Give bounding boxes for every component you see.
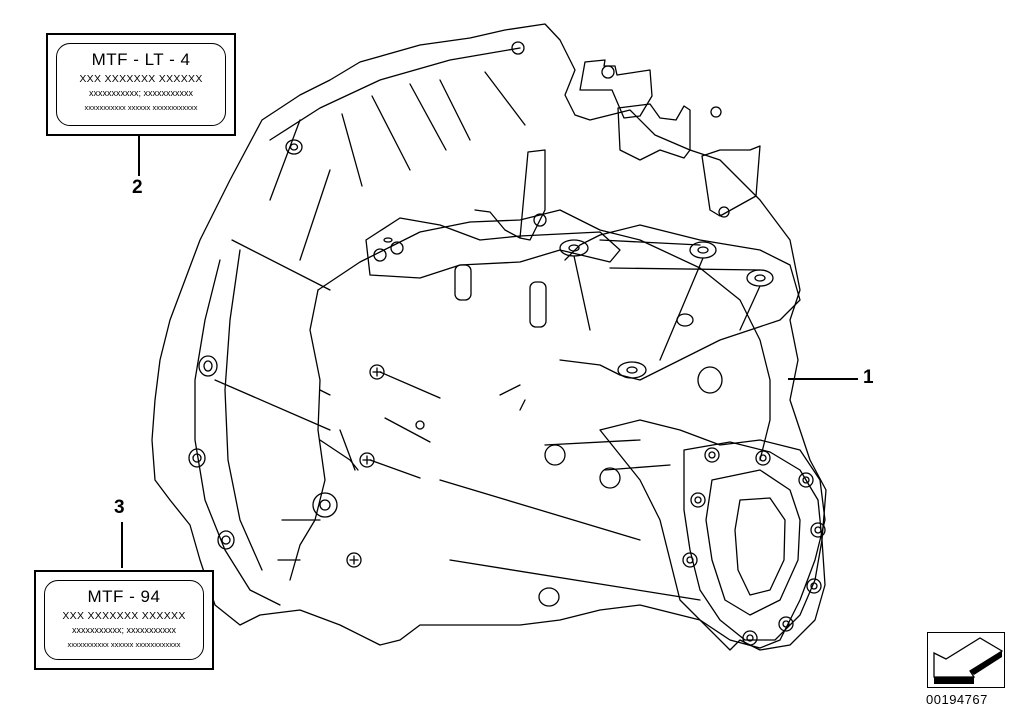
label-line-1: XXX XXXXXXX XXXXXX [62,610,186,622]
arrow-down-left-icon [933,637,1004,684]
bracket-3 [701,145,761,217]
bracket-2 [617,103,691,161]
output-flange [683,441,823,641]
figure-number: 00194767 [926,692,988,707]
bell-housing-outline [151,23,827,651]
callout-3: 3 [114,497,125,518]
leader-line-1 [788,378,858,380]
label-line-3: xxxxxxxxxxx xxxxxx xxxxxxxxxxxx [67,640,181,649]
label-title: MTF - LT - 4 [91,50,191,69]
label-inner-frame: MTF - LT - 4 XXX XXXXXXX XXXXXX xxxxxxxx… [56,43,226,126]
bracket-1 [579,59,653,119]
leader-line-3 [121,522,123,568]
label-mtf-94: MTF - 94 XXX XXXXXXX XXXXXX xxxxxxxxxxx;… [34,570,214,670]
label-title: MTF - 94 [87,587,161,606]
callout-2: 2 [132,177,143,198]
label-mtf-lt-4: MTF - LT - 4 XXX XXXXXXX XXXXXX xxxxxxxx… [46,33,236,136]
label-inner-frame: MTF - 94 XXX XXXXXXX XXXXXX xxxxxxxxxxx;… [44,580,204,660]
label-line-2: xxxxxxxxxxx; xxxxxxxxxxx [71,625,176,635]
leader-line-2 [138,136,140,176]
orientation-box [927,632,1005,688]
label-line-1: XXX XXXXXXX XXXXXX [79,73,203,85]
callout-1: 1 [863,367,874,388]
shift-tower [365,217,621,279]
label-line-3: xxxxxxxxxxx xxxxxx xxxxxxxxxxxx [84,103,198,112]
label-line-2: xxxxxxxxxxx; xxxxxxxxxxx [88,88,193,98]
rear-housing [599,419,826,649]
